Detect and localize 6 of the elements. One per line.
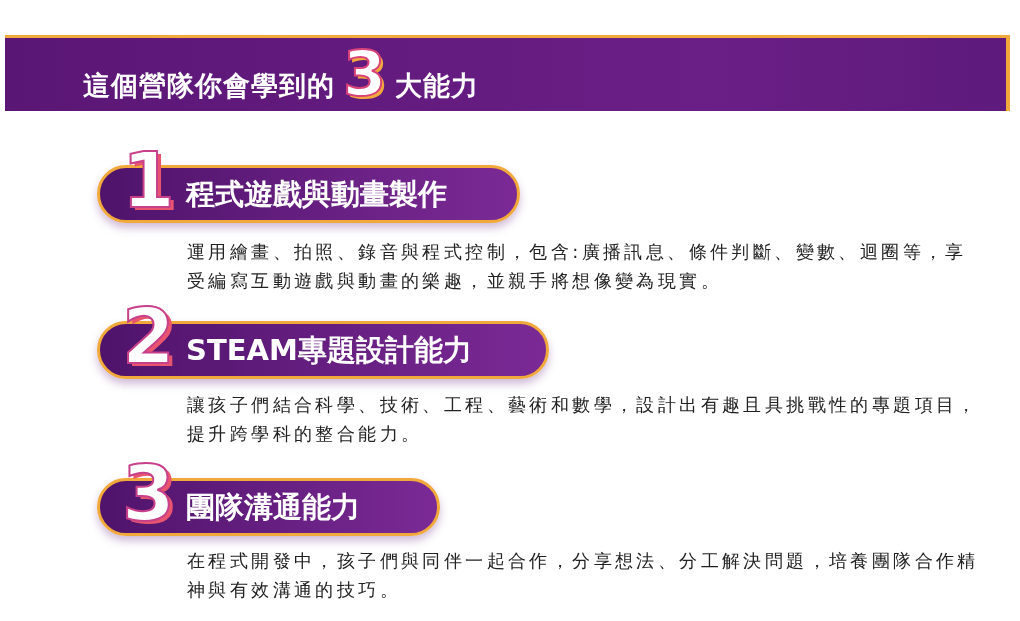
heading-text: 程式遊戲與動畫製作 (186, 176, 447, 213)
description-text: 運用繪畫、拍照、錄音與程式控制，包含:廣播訊息、條件判斷、變數、迴圈等，享受編寫互動遊戲與動畫的樂趣，並親手將想像變為現實。 (187, 240, 968, 293)
description-text: 讓孩子們結合科學、技術、工程、藝術和數學，設計出有趣且具挑戰性的專題項目，提升跨學科的整合能力。 (187, 393, 980, 446)
description-text: 在程式開發中，孩子們與同伴一起合作，分享想法、分工解決問題，培養團隊合作精神與有效溝通的技巧。 (187, 549, 980, 602)
heading-text: STEAM專題設計能力 (186, 332, 472, 369)
heading-text: 團隊溝通能力 (186, 489, 360, 526)
